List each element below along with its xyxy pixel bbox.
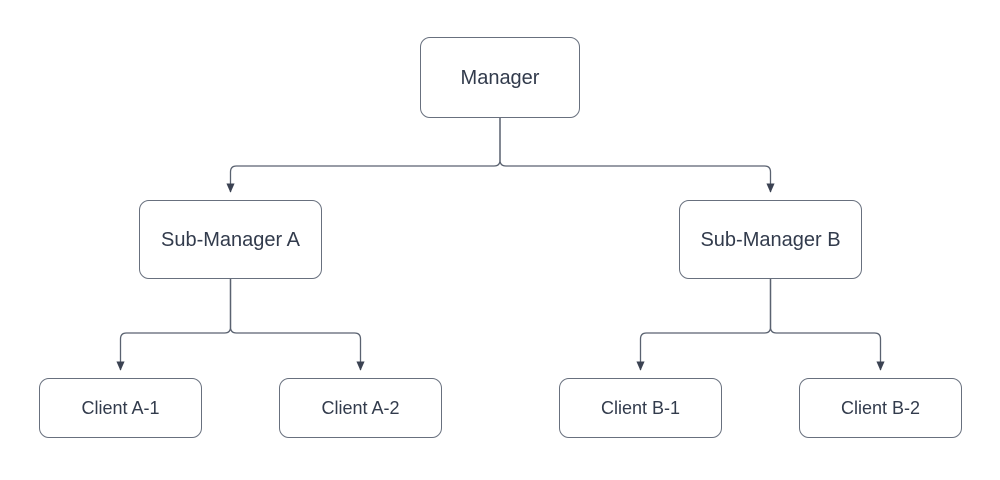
node-sub-manager-b-label: Sub-Manager B xyxy=(700,228,841,251)
node-client-a2[interactable]: Client A-2 xyxy=(279,378,442,438)
node-client-b1-label: Client B-1 xyxy=(600,398,681,418)
node-client-b2-label: Client B-2 xyxy=(840,398,921,418)
node-client-a1[interactable]: Client A-1 xyxy=(39,378,202,438)
edge-sub-manager-a-to-client-a2 xyxy=(229,279,365,371)
node-sub-manager-b[interactable]: Sub-Manager B xyxy=(679,200,862,279)
edge-manager-to-sub-manager-b xyxy=(499,118,775,193)
node-client-a2-label: Client A-2 xyxy=(321,398,400,418)
node-client-b1[interactable]: Client B-1 xyxy=(559,378,722,438)
node-manager-label: Manager xyxy=(460,66,540,89)
edge-sub-manager-b-to-client-b2 xyxy=(769,279,885,371)
node-sub-manager-a[interactable]: Sub-Manager A xyxy=(139,200,322,279)
edge-manager-to-sub-manager-a xyxy=(226,118,501,193)
node-sub-manager-a-label: Sub-Manager A xyxy=(161,228,300,251)
edge-sub-manager-a-to-client-a1 xyxy=(116,279,232,371)
node-client-b2[interactable]: Client B-2 xyxy=(799,378,962,438)
node-manager[interactable]: Manager xyxy=(420,37,580,118)
edge-sub-manager-b-to-client-b1 xyxy=(636,279,772,371)
node-client-a1-label: Client A-1 xyxy=(81,398,160,418)
